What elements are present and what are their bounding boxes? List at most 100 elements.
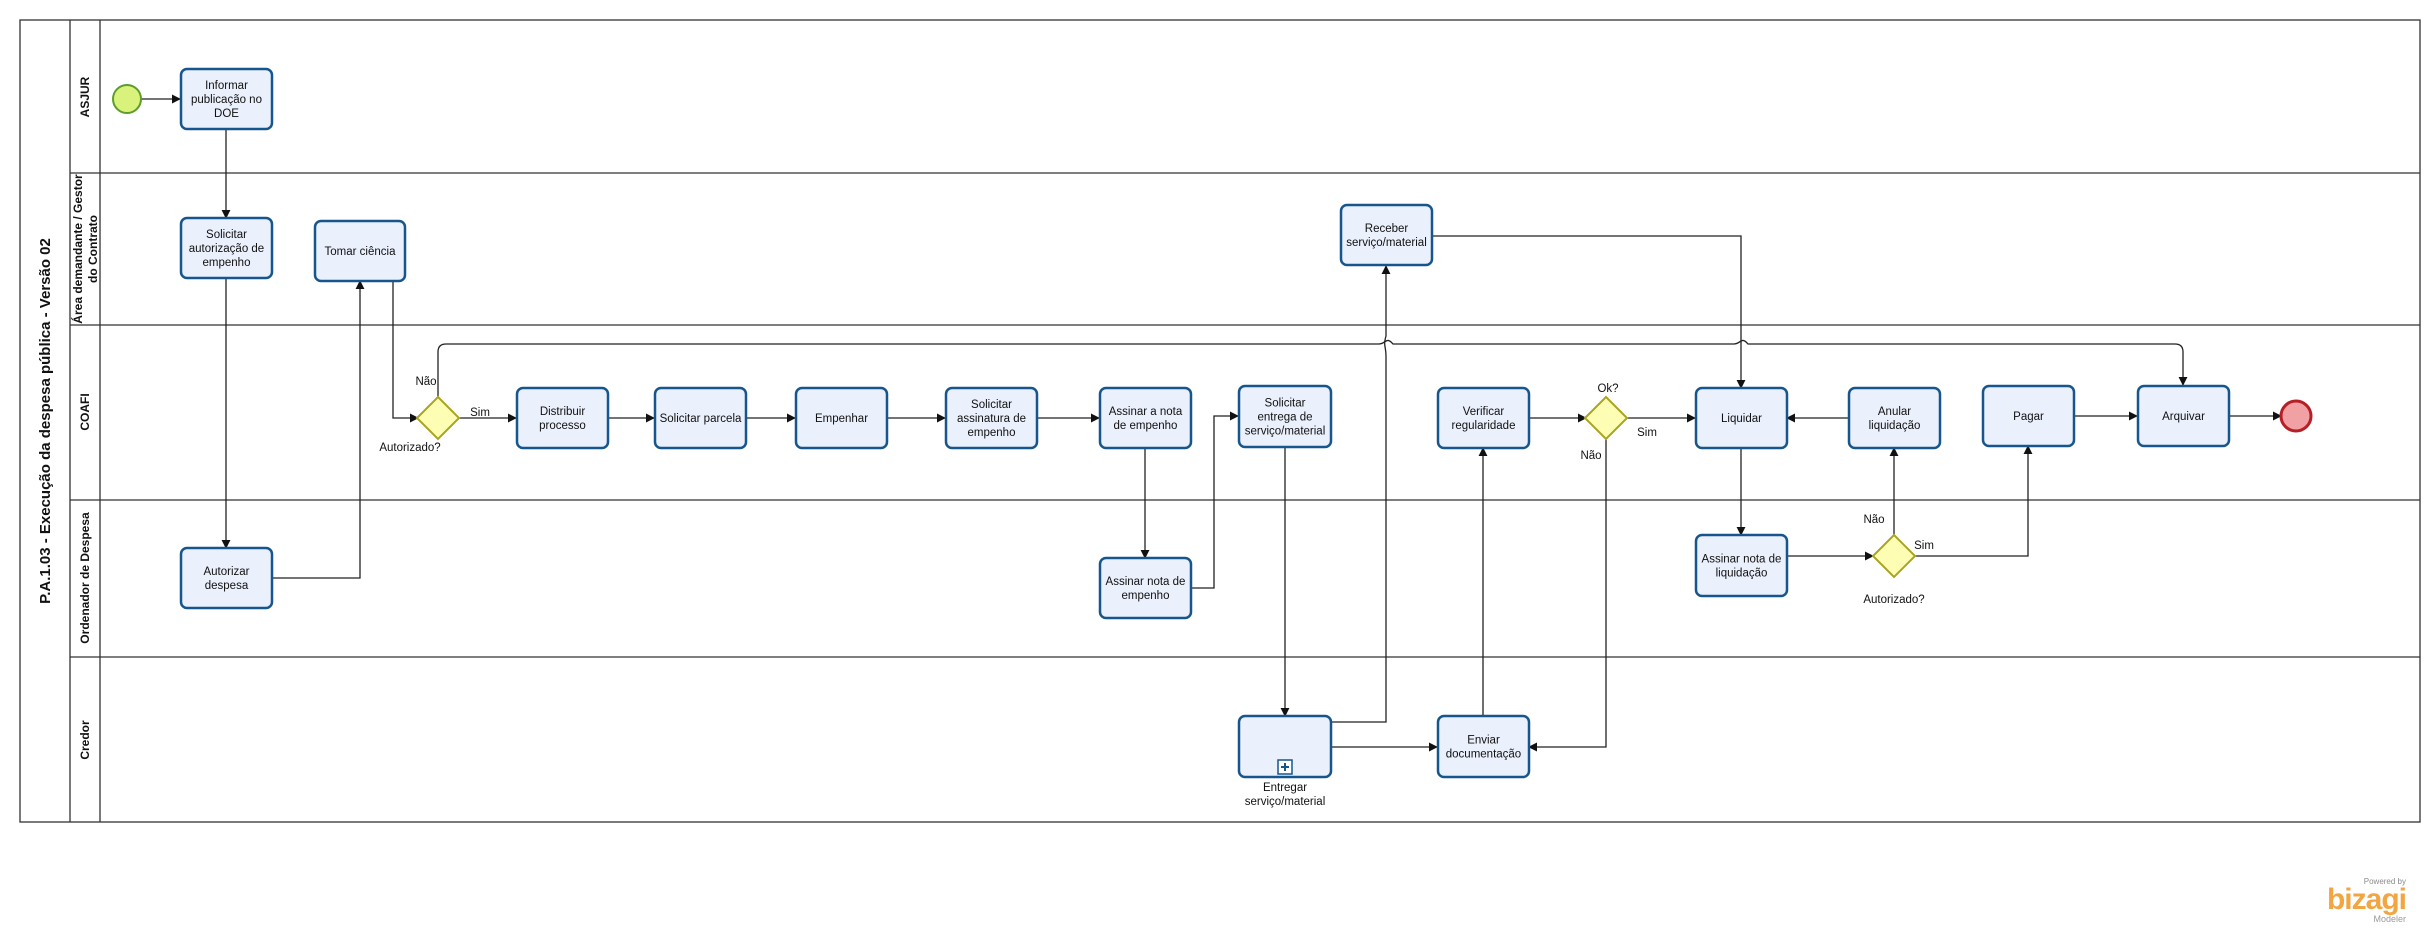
task-box[interactable] bbox=[179, 67, 274, 131]
task-pagar[interactable]: Pagar bbox=[1981, 384, 2076, 448]
flow-label-sim: Sim bbox=[1914, 540, 1934, 552]
task-label-line: Assinar a nota bbox=[1109, 406, 1183, 418]
task-label-line: Assinar nota de bbox=[1702, 554, 1782, 566]
lane-label-credor: Credor bbox=[78, 720, 92, 760]
sequence-flows bbox=[141, 94, 2282, 752]
flow-tomar-gateway bbox=[392, 281, 419, 423]
task-label: Autorizar despesa bbox=[203, 566, 249, 592]
task-box[interactable] bbox=[179, 216, 274, 280]
task-label-line: Autorizar bbox=[203, 566, 249, 578]
task-label-line: Receber bbox=[1365, 223, 1409, 235]
flow-labels: Sim Não Sim Não Sim Não bbox=[415, 376, 1933, 552]
task-parcela[interactable]: Solicitar parcela bbox=[653, 386, 748, 450]
task-label-line: liquidação bbox=[1869, 420, 1921, 432]
task-box[interactable] bbox=[1847, 386, 1942, 450]
task-box[interactable] bbox=[1237, 384, 1333, 449]
task-label-line: Anular bbox=[1878, 406, 1911, 418]
task-box[interactable] bbox=[1981, 384, 2076, 448]
task-box[interactable] bbox=[1694, 533, 1789, 598]
task-label-line: Solicitar bbox=[971, 399, 1012, 411]
task-label-line: empenho bbox=[968, 427, 1016, 439]
task-label-line: serviço/material bbox=[1245, 426, 1326, 438]
task-label-line: processo bbox=[539, 420, 586, 432]
task-tomar[interactable]: Tomar ciência bbox=[313, 219, 407, 283]
task-label-line: Liquidar bbox=[1721, 413, 1762, 425]
lane-label-coafi: COAFI bbox=[78, 393, 92, 430]
flow-label-nao: Não bbox=[1863, 514, 1884, 526]
task-assinar-coafi[interactable]: Assinar a nota de empenho bbox=[1098, 386, 1193, 450]
task-label-line: Arquivar bbox=[2162, 411, 2205, 423]
plus-icon bbox=[1281, 763, 1289, 771]
task-box[interactable] bbox=[2136, 384, 2231, 448]
task-box[interactable] bbox=[1436, 714, 1531, 779]
task-label-line: de empenho bbox=[1114, 420, 1178, 432]
task-box[interactable] bbox=[944, 386, 1039, 450]
task-empenhar[interactable]: Empenhar bbox=[794, 386, 889, 450]
task-label: Receber serviço/material bbox=[1346, 223, 1427, 249]
task-label-line: Pagar bbox=[2013, 411, 2044, 423]
lane-label-asjur: ASJUR bbox=[78, 76, 92, 117]
task-box[interactable] bbox=[794, 386, 889, 450]
task-box[interactable] bbox=[179, 546, 274, 610]
task-label-line: Empenhar bbox=[815, 413, 868, 425]
task-box[interactable] bbox=[313, 219, 407, 283]
task-label: Anular liquidação bbox=[1869, 406, 1921, 432]
task-sol-assin[interactable]: Solicitar assinatura de empenho bbox=[944, 386, 1039, 450]
task-box[interactable] bbox=[653, 386, 748, 450]
flow-label-sim: Sim bbox=[470, 407, 490, 419]
end-event bbox=[2279, 399, 2313, 433]
task-label-line: Solicitar parcela bbox=[660, 413, 742, 425]
task-label-line: despesa bbox=[205, 580, 249, 592]
task-label: Distribuir processo bbox=[539, 406, 586, 432]
task-distribuir[interactable]: Distribuir processo bbox=[515, 386, 610, 450]
flow-ordenador-solentrega bbox=[1191, 411, 1239, 589]
flow-receber-liquidar bbox=[1432, 235, 1746, 389]
subprocess-marker bbox=[1277, 759, 1293, 775]
task-box[interactable] bbox=[515, 386, 610, 450]
task-entregar[interactable] bbox=[1237, 714, 1333, 779]
task-box[interactable] bbox=[1237, 714, 1333, 779]
task-label-line: publicação no bbox=[191, 94, 262, 106]
gateway-label: Ok? bbox=[1597, 383, 1618, 395]
task-label: Tomar ciência bbox=[325, 246, 397, 258]
task-box[interactable] bbox=[1098, 556, 1193, 620]
pool-title: P.A.1.03 - Execução da despesa pública -… bbox=[37, 238, 54, 604]
task-arquivar[interactable]: Arquivar bbox=[2136, 384, 2231, 448]
task-label: Solicitar parcela bbox=[660, 413, 742, 425]
task-label: Liquidar bbox=[1721, 413, 1762, 425]
task-label-line: Tomar ciência bbox=[325, 246, 397, 258]
task-autorizar[interactable]: Autorizar despesa bbox=[179, 546, 274, 610]
task-label: Assinar a nota de empenho bbox=[1109, 406, 1183, 432]
task-box[interactable] bbox=[1694, 386, 1789, 450]
task-label-line: Distribuir bbox=[540, 406, 586, 418]
task-liquidar[interactable]: Liquidar bbox=[1694, 386, 1789, 450]
task-label-line: Informar bbox=[205, 80, 248, 92]
task-label-line: Solicitar bbox=[206, 229, 247, 241]
task-label: Pagar bbox=[2013, 411, 2044, 423]
task-box[interactable] bbox=[1098, 386, 1193, 450]
start-event bbox=[112, 84, 142, 114]
task-receber[interactable]: Receber serviço/material bbox=[1339, 203, 1434, 267]
lanes: ASJUR Área demandante / Gestordo Contrat… bbox=[70, 76, 2420, 760]
lane-label-ordenador: Ordenador de Despesa bbox=[78, 512, 92, 644]
flow-gateway-enviar bbox=[1528, 439, 1607, 752]
task-label-line: assinatura de bbox=[957, 413, 1026, 425]
task-anular[interactable]: Anular liquidação bbox=[1847, 386, 1942, 450]
task-label-line: Enviar bbox=[1467, 735, 1500, 747]
task-box[interactable] bbox=[1436, 386, 1531, 450]
task-box[interactable] bbox=[1339, 203, 1434, 267]
task-label-line: serviço/material bbox=[1346, 237, 1427, 249]
